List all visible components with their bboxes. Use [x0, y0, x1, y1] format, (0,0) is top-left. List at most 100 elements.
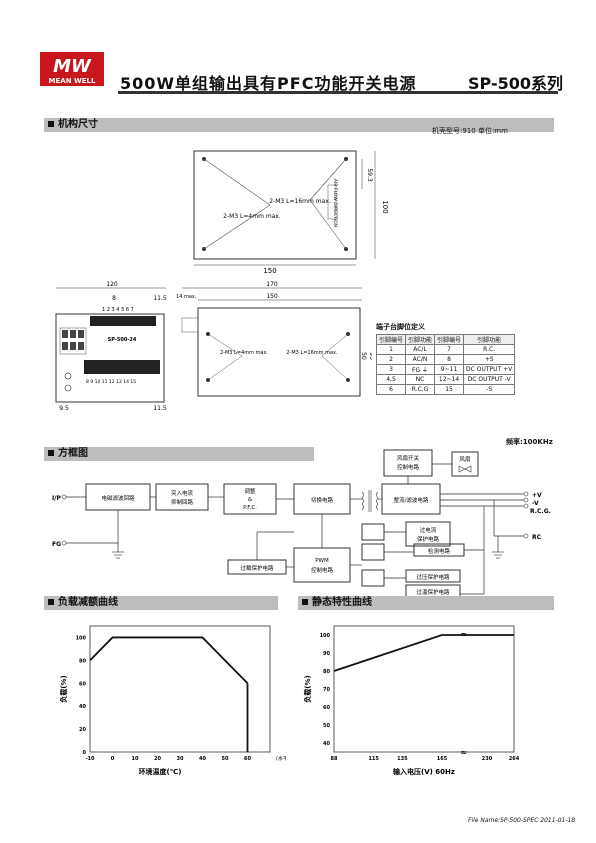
plot-frame: [333, 625, 515, 753]
y-tick-label: 0: [83, 750, 87, 756]
switch-frequency: 频率:100KHz: [506, 438, 553, 446]
side-total-dim: 170: [266, 281, 278, 288]
section-block-diagram: 方框图: [44, 447, 314, 461]
block-fan: 风扇: [459, 455, 470, 463]
y-tick-label: 100: [320, 633, 331, 639]
side-screw-b: 2-M3 L=16mm max.: [286, 350, 338, 356]
pin-table-cell: DC OUTPUT +V: [463, 364, 516, 375]
pin-table-cell: 8: [434, 354, 465, 365]
block-diagram: 电磁滤波回路 突入电流 抑制回路 调整 & P.F.C. 切换电路 整流/滤波电…: [52, 449, 551, 598]
block-rect: 整流/滤波电路: [394, 496, 429, 504]
side-view-drawing: 170 150 14 max. 2-M3 L=4mm max. 2-M3 L=1…: [176, 281, 372, 397]
front-model: SP-500-24: [108, 337, 137, 343]
fan-icon: [458, 465, 472, 473]
y-tick-label: 90: [323, 651, 330, 657]
y-tick-label: 100: [76, 635, 87, 641]
block-emi: 电磁滤波回路: [101, 494, 135, 502]
logo-mark: MW: [53, 56, 92, 77]
x-tick-label: 60: [244, 756, 251, 762]
block-otp: 过温保护电路: [416, 588, 450, 596]
y-tick-label: 70: [323, 687, 330, 693]
block-ocp-2: 保护电路: [417, 535, 440, 543]
section-title: 负载减额曲线: [58, 597, 118, 608]
label-fg: FG: [52, 541, 61, 548]
label-mv: -V: [532, 500, 539, 507]
derating-chart: 020406080100-100102030405060(水平)负载(%)环境温…: [59, 625, 286, 776]
title-underline: [118, 68, 558, 94]
x-tick-label: -10: [85, 756, 95, 762]
x-tick-label: 165: [437, 756, 448, 762]
mean-well-logo: MW MEAN WELL: [40, 52, 104, 86]
pin-table-cell: 2: [375, 354, 407, 365]
x-tick-label: 30: [177, 756, 184, 762]
airflow-label: AIR FLOW DIRECTION: [332, 179, 338, 227]
x-unit-note: (水平): [276, 755, 286, 762]
bullet-icon: [302, 599, 308, 605]
side-screw-a: 2-M3 L=4mm max.: [220, 350, 268, 356]
top-screw-b: 2-M3 L=4mm max.: [223, 213, 281, 220]
pin-table-cell: 引脚功能: [405, 334, 436, 345]
block-pfc-1: 调整: [244, 487, 256, 495]
section-static: 静态特性曲线: [298, 596, 554, 610]
y-tick-label: 80: [79, 658, 86, 664]
block-switch: 切换电路: [311, 496, 334, 504]
side-height-b: 93: [368, 352, 372, 360]
axis-break-mark: ≈: [460, 748, 467, 757]
y-tick-label: 20: [79, 727, 86, 733]
side-inner-dim: 150: [266, 293, 278, 300]
y-tick-label: 40: [79, 704, 86, 710]
front-width-dim: 120: [106, 281, 118, 288]
pin-table-cell: 引脚编号: [434, 334, 465, 345]
block-ovp: 过压保护电路: [416, 573, 450, 581]
section-title: 静态特性曲线: [312, 597, 372, 608]
block-fanctrl-1: 风扇开关: [397, 454, 420, 462]
y-tick-label: 80: [323, 669, 330, 675]
side-offset-dim: 14 max.: [176, 294, 197, 300]
y-tick-label: 40: [323, 741, 330, 747]
label-ip: I/P: [52, 495, 61, 502]
block-pfc-3: P.F.C.: [243, 505, 257, 511]
top-screw-a: 2-M3 L=16mm max.: [269, 198, 331, 205]
front-pins-bottom: 8 9 10 11 12 13 14 15: [86, 379, 136, 385]
ground-icon: [112, 551, 504, 559]
case-note: 机壳型号:910 单位:mm: [432, 127, 508, 135]
x-tick-label: 115: [368, 756, 379, 762]
bullet-icon: [48, 121, 54, 127]
y-axis-label: 负载(%): [59, 675, 68, 702]
pin-table-cell: AC/L: [405, 344, 436, 355]
block-pwm-2: 控制电路: [311, 566, 334, 574]
logo-text: MEAN WELL: [49, 77, 96, 85]
pin-table-cell: 12~14: [434, 374, 465, 385]
pin-table-cell: DC OUTPUT -V: [463, 374, 516, 385]
block-inrush-2: 抑制回路: [171, 498, 194, 506]
section-title: 方框图: [58, 448, 88, 459]
pin-table-cell: 15: [434, 384, 465, 395]
pin-table-cell: 3: [375, 364, 407, 375]
pin-table-cell: R.C.G: [405, 384, 436, 395]
y-axis-label: 负载(%): [303, 675, 312, 702]
static-line: [333, 634, 514, 672]
pin-table-cell: R.C.: [463, 344, 516, 355]
pin-table-cell: AC/N: [405, 354, 436, 365]
front-pins-top: 1 2 3 4 5 6 7: [102, 307, 134, 313]
bullet-icon: [48, 599, 54, 605]
x-tick-label: 135: [397, 756, 408, 762]
pin-table-cell: 引脚编号: [375, 334, 407, 345]
x-tick-label: 264: [509, 756, 520, 762]
pin-table-cell: 7: [434, 344, 465, 355]
pin-table-cell: NC: [405, 374, 436, 385]
pin-table-cell: FG ⏚: [405, 364, 436, 375]
x-tick-label: 10: [132, 756, 139, 762]
front-dim-8: 8: [112, 295, 116, 302]
pin-table-cell: 1: [375, 344, 407, 355]
axis-break-mark: ≈: [460, 630, 467, 639]
block-pfc-2: &: [248, 497, 253, 503]
transformer-icon: [361, 490, 379, 512]
front-dim-115-top: 11.5: [153, 295, 167, 302]
section-title: 机构尺寸: [58, 119, 98, 130]
block-ocp-1: 过电流: [420, 526, 437, 534]
